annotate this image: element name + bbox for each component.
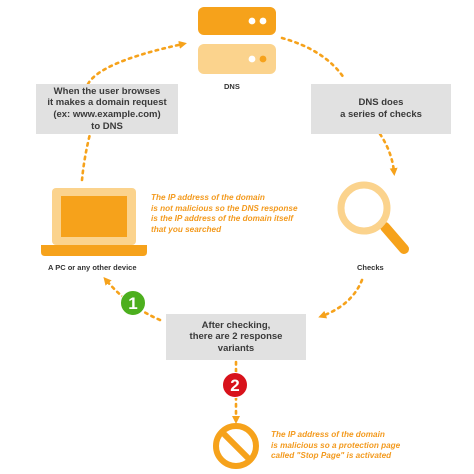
note-not-malicious: The IP address of the domain is not mali… xyxy=(151,193,298,236)
dns-box-line: a series of checks xyxy=(340,109,422,120)
after-checking-box: After checking, there are 2 response var… xyxy=(166,314,306,360)
arrow-dns-to-checks-box xyxy=(280,36,346,80)
user-box-line: (ex: www.example.com) xyxy=(53,109,161,120)
arrow-user-to-dns xyxy=(86,40,187,86)
note-2-line: The IP address of the domain xyxy=(271,430,385,439)
badge-one: 1 xyxy=(120,290,146,316)
dns-checks-box: DNS does a series of checks xyxy=(311,84,451,134)
checks-label: Checks xyxy=(357,263,384,272)
user-box-line: it makes a domain request xyxy=(47,97,167,109)
note-1-line: is not malicious so the DNS response xyxy=(151,203,298,213)
after-box-line: there are 2 response xyxy=(189,331,283,343)
note-1-line: that you searched xyxy=(151,224,222,234)
note-1-line: is the IP address of the domain itself xyxy=(151,214,294,224)
note-1-line: The IP address of the domain xyxy=(151,193,265,202)
user-request-box: When the user browses it makes a domain … xyxy=(36,84,178,134)
note-2-line: called "Stop Page" is activated xyxy=(271,451,392,461)
note-malicious: The IP address of the domain is maliciou… xyxy=(271,430,400,462)
badge-two: 2 xyxy=(222,372,248,398)
blocked-icon xyxy=(213,423,259,469)
after-box-line: After checking, xyxy=(201,319,271,331)
dns-box-line: DNS does xyxy=(358,97,404,109)
dns-label: DNS xyxy=(224,82,240,91)
user-box-line: to DNS xyxy=(91,120,123,132)
laptop-icon xyxy=(41,188,147,256)
magnifier-icon xyxy=(337,181,409,254)
arrow-checks-box-to-magnifier xyxy=(378,132,398,176)
device-label: A PC or any other device xyxy=(48,263,137,272)
user-box-line: When the user browses xyxy=(53,85,161,97)
server-icon xyxy=(198,7,276,74)
arrow-checks-to-after-box xyxy=(318,278,364,319)
arrow-device-to-user-box xyxy=(80,132,92,182)
note-2-line: is malicious so a protection page xyxy=(271,440,401,450)
after-box-line: variants xyxy=(217,342,255,354)
